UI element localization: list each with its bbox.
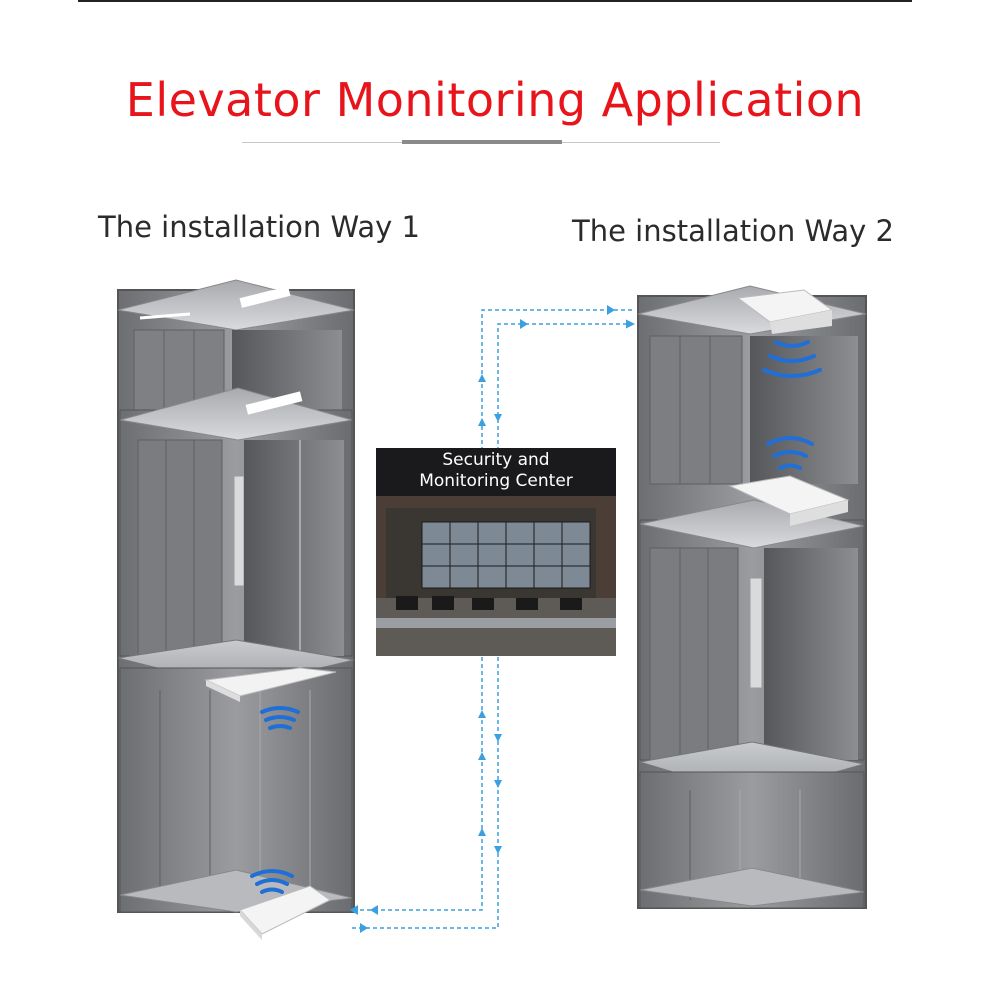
elevator-shaft-way-1 [118, 280, 354, 912]
monitoring-center-photo: Security and Monitoring Center [376, 448, 616, 656]
elevator-shaft-way-2 [638, 286, 866, 908]
center-caption-line-2: Monitoring Center [376, 471, 616, 492]
center-caption: Security and Monitoring Center [376, 450, 616, 492]
center-caption-line-1: Security and [376, 450, 616, 471]
